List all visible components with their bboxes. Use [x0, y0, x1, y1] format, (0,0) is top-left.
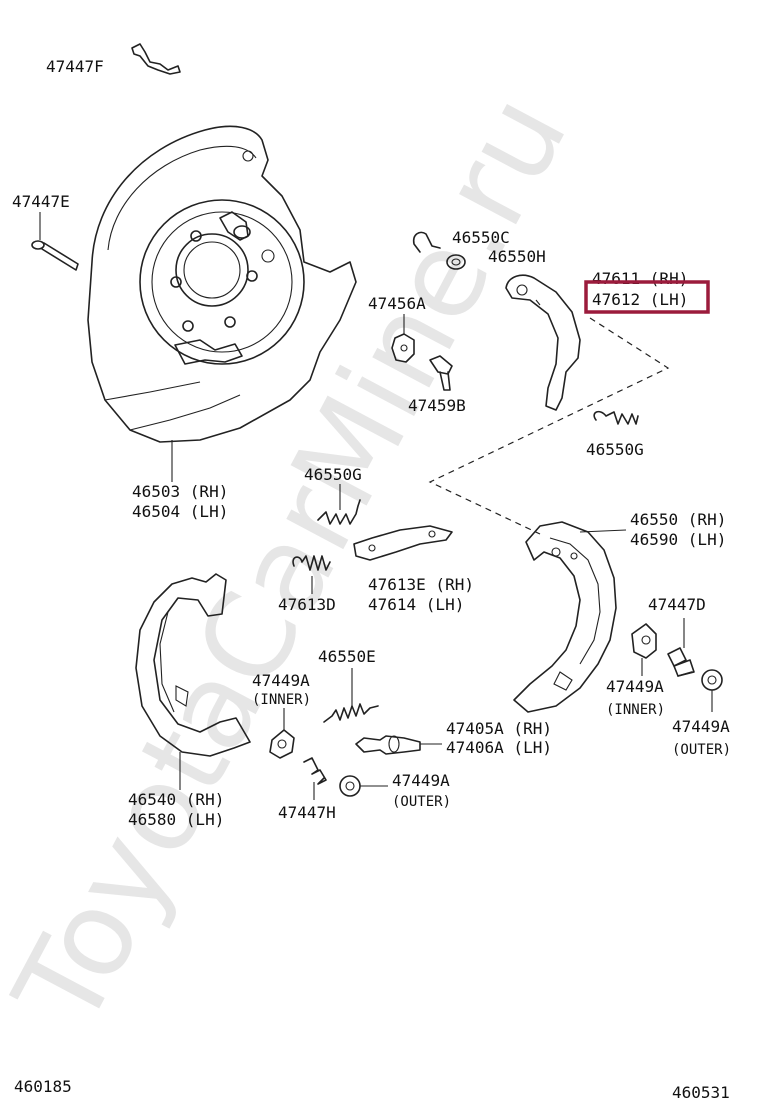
label-47405A[interactable]: 47405A (RH) — [446, 719, 552, 738]
part-47447D-drawing — [667, 647, 695, 677]
part-47449A-inner2-drawing — [631, 623, 657, 659]
label-46503[interactable]: 46503 (RH) — [132, 482, 228, 501]
leader-46550 — [579, 529, 627, 533]
label-46550G-a[interactable]: 46550G — [586, 440, 644, 459]
backing-plate-drawing — [87, 125, 357, 443]
part-47447E-drawing — [31, 212, 79, 271]
part-47449A-outer1-drawing — [339, 775, 361, 797]
label-47449A-outer1[interactable]: 47449A — [392, 771, 450, 790]
label-47447H[interactable]: 47447H — [278, 803, 336, 822]
part-47449A-outer2-drawing — [701, 669, 723, 691]
label-47447E[interactable]: 47447E — [12, 192, 70, 211]
label-47613D[interactable]: 47613D — [278, 595, 336, 614]
label-47456A[interactable]: 47456A — [368, 294, 426, 313]
part-46550H-drawing — [446, 254, 466, 270]
part-47456A-drawing — [391, 333, 415, 363]
label-47611[interactable]: 47611 (RH) — [592, 269, 688, 288]
label-47447F[interactable]: 47447F — [46, 57, 104, 76]
part-46540-drawing — [135, 573, 251, 757]
label-47449A-outer1-sub: (OUTER) — [392, 794, 451, 810]
part-47613D-drawing — [292, 555, 331, 571]
label-47449A-inner1-sub: (INNER) — [252, 692, 311, 708]
label-47614[interactable]: 47614 (LH) — [368, 595, 464, 614]
label-47449A-inner2[interactable]: 47449A — [606, 677, 664, 696]
label-46540[interactable]: 46540 (RH) — [128, 790, 224, 809]
part-46550G-a-drawing — [593, 410, 639, 425]
label-46550G-b[interactable]: 46550G — [304, 465, 362, 484]
label-46550E[interactable]: 46550E — [318, 647, 376, 666]
diagram-code-left: 460185 — [14, 1077, 72, 1096]
label-47449A-inner1[interactable]: 47449A — [252, 671, 310, 690]
highlight-box — [584, 280, 710, 314]
label-46550C[interactable]: 46550C — [452, 228, 510, 247]
dashed-connector — [428, 317, 670, 535]
label-47459B[interactable]: 47459B — [408, 396, 466, 415]
label-47613E[interactable]: 47613E (RH) — [368, 575, 474, 594]
label-47612[interactable]: 47612 (LH) — [592, 290, 688, 309]
label-46580[interactable]: 46580 (LH) — [128, 810, 224, 829]
watermark: ToyotaCarMine.ru — [0, 73, 594, 1049]
label-46590[interactable]: 46590 (LH) — [630, 530, 726, 549]
label-46504[interactable]: 46504 (LH) — [132, 502, 228, 521]
label-47449A-outer2[interactable]: 47449A — [672, 717, 730, 736]
part-47405A-drawing — [355, 735, 421, 755]
part-47613E-drawing — [353, 525, 453, 561]
part-47447F-drawing — [131, 43, 181, 75]
part-46550G-b-drawing — [317, 499, 361, 525]
label-46550[interactable]: 46550 (RH) — [630, 510, 726, 529]
label-46550H[interactable]: 46550H — [488, 247, 546, 266]
label-47447D[interactable]: 47447D — [648, 595, 706, 614]
label-47449A-inner2-sub: (INNER) — [606, 702, 665, 718]
part-46550E-drawing — [323, 703, 379, 723]
part-47447H-drawing — [303, 757, 327, 785]
part-47459B-drawing — [429, 355, 453, 391]
part-46550C-drawing — [412, 231, 441, 253]
part-47612-drawing — [505, 274, 581, 411]
label-47449A-outer2-sub: (OUTER) — [672, 742, 731, 758]
diagram-code-right: 460531 — [672, 1083, 730, 1102]
label-47406A[interactable]: 47406A (LH) — [446, 738, 552, 757]
part-46550-drawing — [513, 521, 617, 713]
